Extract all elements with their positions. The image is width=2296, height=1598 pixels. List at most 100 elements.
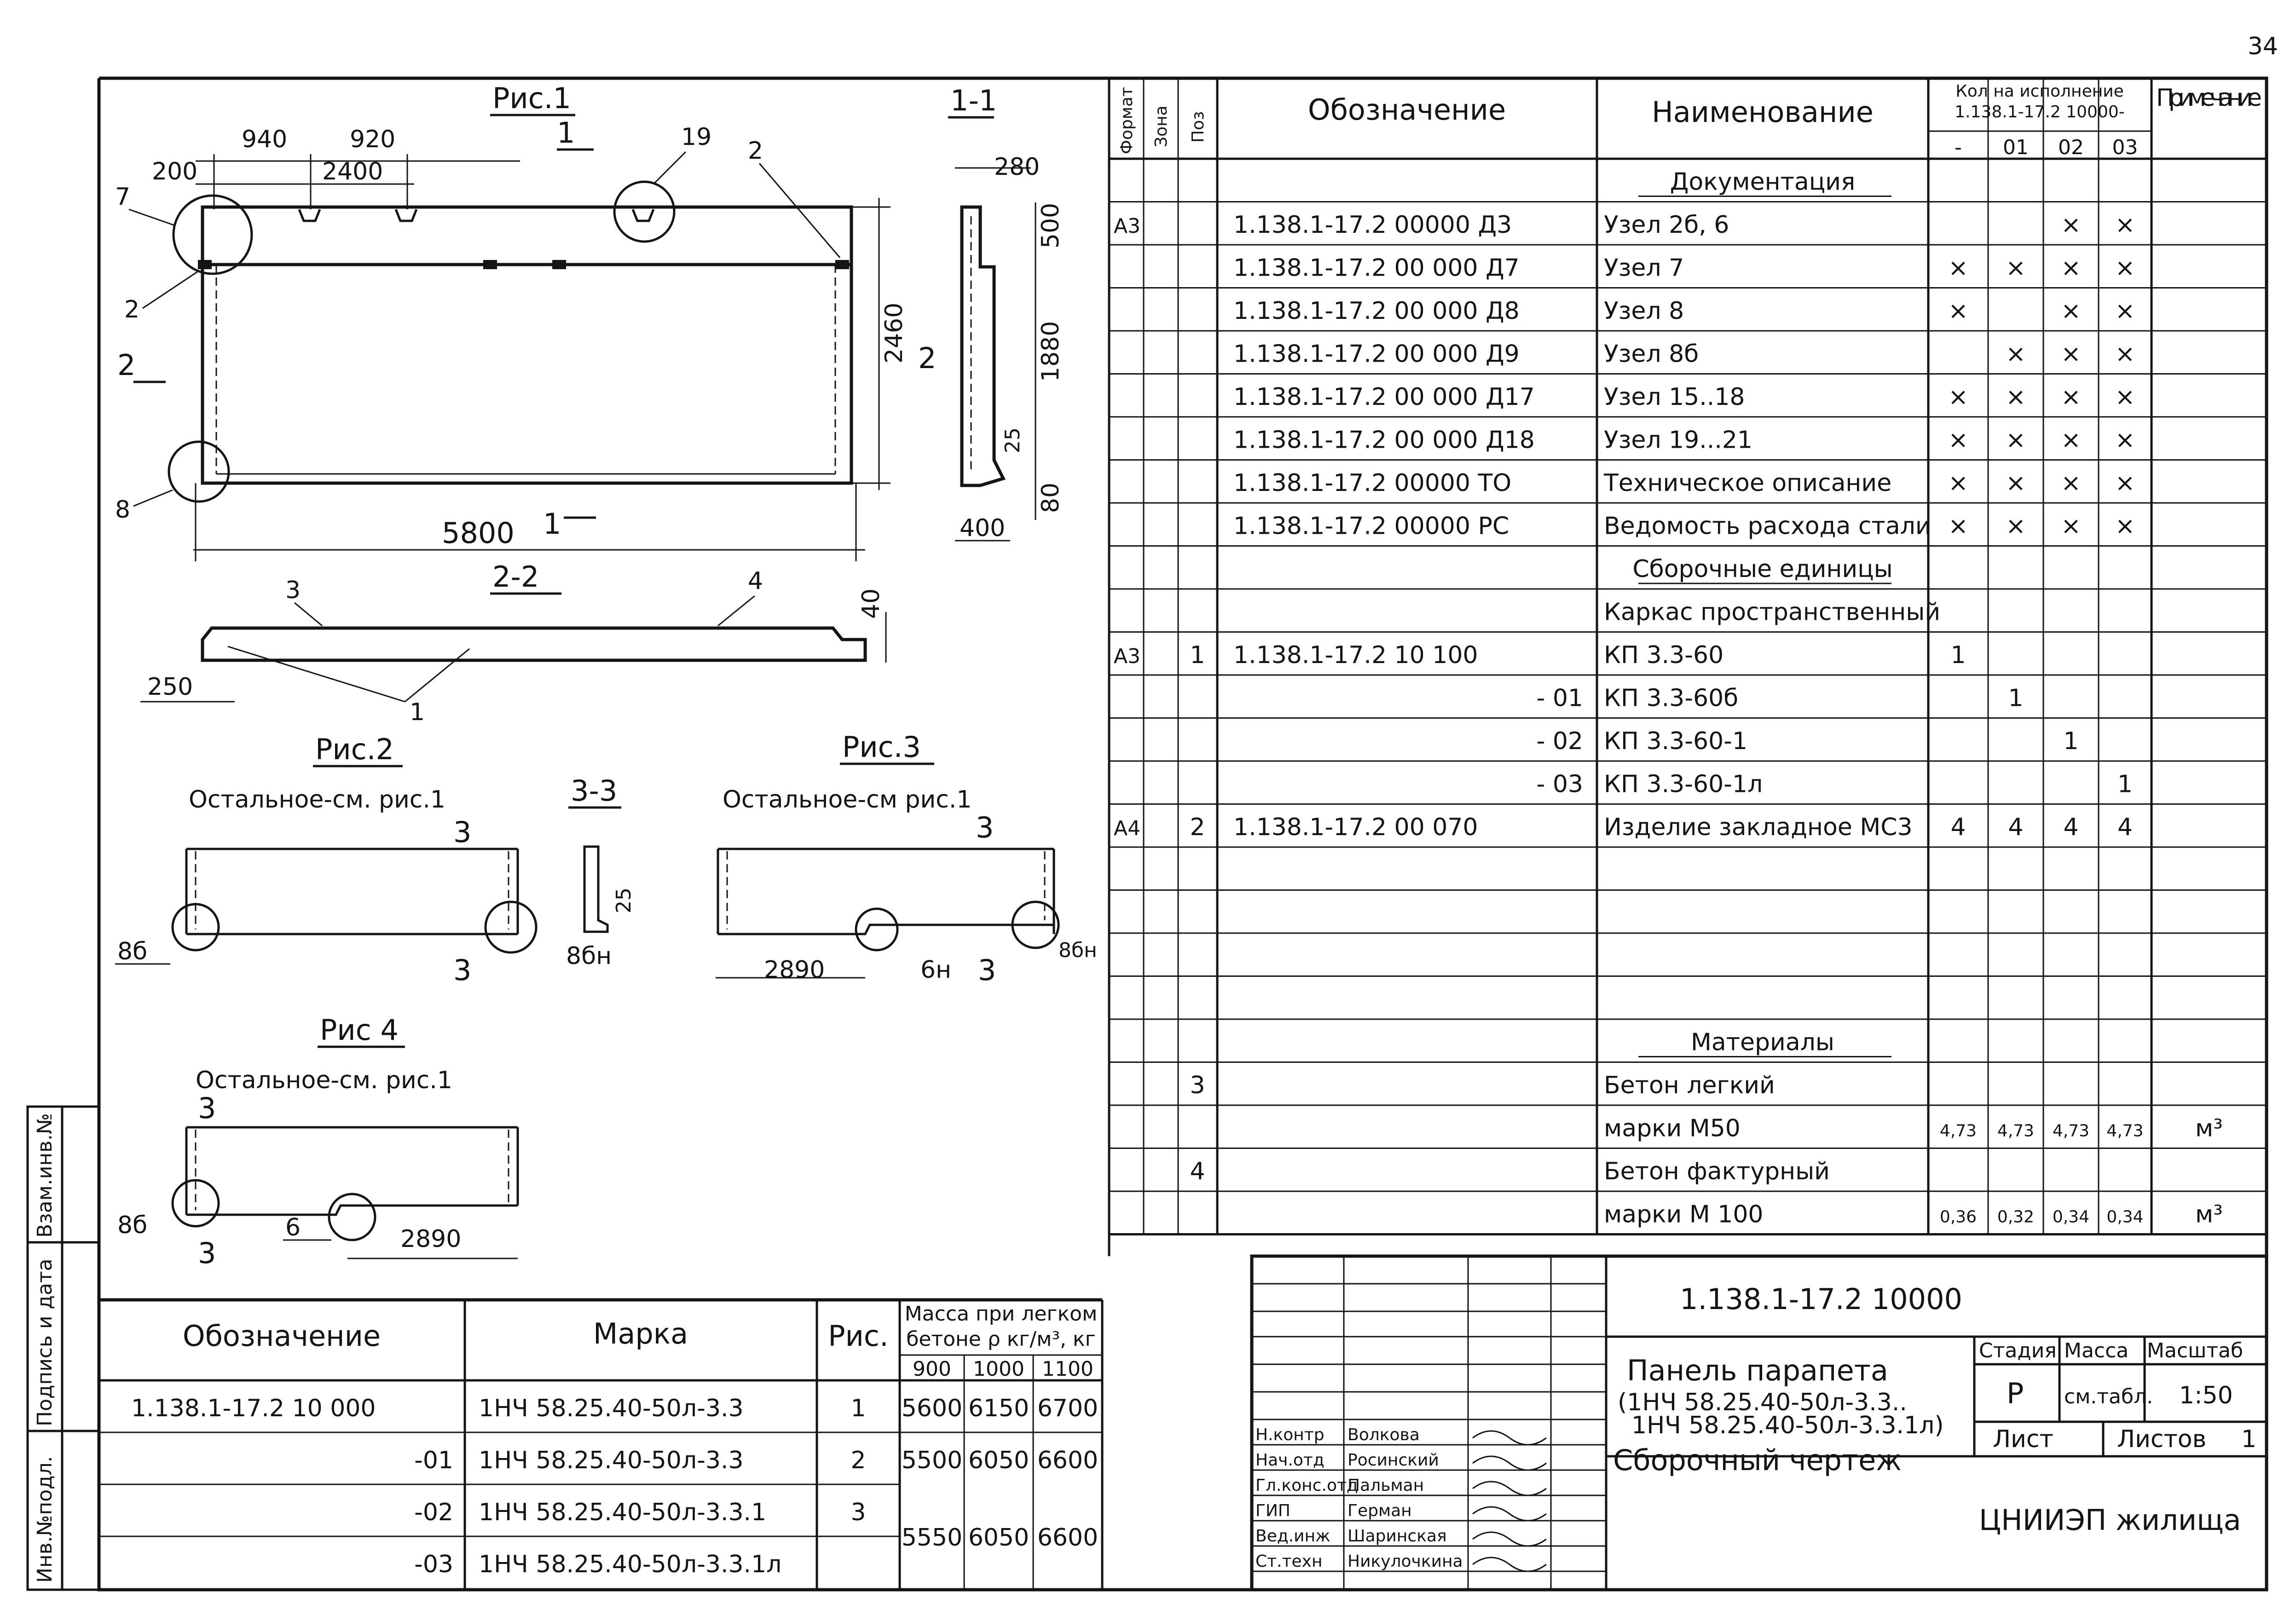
row-qty: × [2115,297,2135,325]
mass-header-density: 1100 [1042,1357,1093,1381]
callout-8b-fig2: 8б [117,938,147,965]
mass-row-value: 6600 [1037,1524,1098,1552]
row-name: Узел 8б [1604,340,1699,368]
row-qty: 0,32 [1997,1208,2034,1227]
row-qty: × [1948,427,1968,454]
table-row: Каркас пространственный [1604,599,1940,626]
row-name: Изделие закладное МС3 [1604,813,1913,841]
section-1-1: 1-1 280 500 1880 25 80 400 [948,84,1064,542]
mass-row-designation: -02 [414,1499,453,1526]
dim-940: 940 [242,126,287,153]
mass-header-designation: Обозначение [183,1319,381,1353]
row-qty: 0,36 [1940,1208,1977,1227]
row-qty: × [2006,469,2026,497]
organization: ЦНИИЭП жилища [1979,1503,2241,1537]
figure-2: Рис.2 Остальное-см. рис.1 8б 8бн 3 3 [115,733,612,987]
row-qty: 4,73 [1997,1122,2034,1141]
row-name: Материалы [1691,1029,1834,1056]
signature-scribble [1472,1557,1547,1572]
row-qty: × [2061,211,2081,239]
row-name: КП 3.3-60 [1604,641,1723,669]
row-name: Каркас пространственный [1604,599,1940,626]
row-name: марки М 100 [1604,1201,1763,1229]
header-note: Примечание [2156,84,2262,112]
scale-value: 1:50 [2179,1382,2233,1409]
title-name-4: Сборочный чертеж [1613,1443,1902,1477]
header-qty-col: 03 [2112,136,2138,159]
row-qty: 1 [1950,641,1966,669]
sheet-label: Лист [1993,1425,2053,1453]
sheets-label: Листов [2117,1425,2206,1453]
fig3-title: Рис.3 [842,730,921,764]
section-mark-3-fig3-top: 3 [976,811,994,844]
signer-role: Гл.конс.отд [1255,1476,1358,1495]
row-qty: × [2061,297,2081,325]
mass-row-designation: 1.138.1-17.2 10 000 [131,1395,376,1422]
row-name: КП 3.3-60-1 [1604,727,1747,755]
mass-row-value: 6050 [968,1524,1029,1552]
dim-40: 40 [857,588,885,619]
section-2-2: 2-2 3 4 1 250 40 [140,560,887,726]
row-designation: 1.138.1-17.2 00 000 Д9 [1233,340,1520,368]
table-row: Сборочные единицы [1632,555,1893,584]
row-name: Сборочные единицы [1632,555,1892,583]
row-note: м³ [2195,1115,2223,1142]
row-qty: 4,73 [2053,1122,2089,1141]
mass-row-value: 5500 [902,1447,962,1474]
signer-role: Нач.отд [1255,1451,1324,1470]
row-name: КП 3.3-60-1л [1604,771,1763,798]
mass-row-value: 5550 [902,1524,962,1552]
row-qty: × [2115,513,2135,540]
fig2-title: Рис.2 [315,733,394,766]
scale-label: Масштаб [2147,1339,2243,1362]
header-qty-col: 02 [2058,136,2084,159]
fig1-title: Рис.1 [492,81,571,115]
row-qty: 4,73 [2106,1122,2143,1141]
callout-8: 8 [115,496,130,524]
figure-4: Рис 4 Остальное-см. рис.1 3 3 8б 6 2890 [117,1013,519,1270]
figure-3: Рис.3 Остальное-см рис.1 3 6н 3 8бн 2890 [716,730,1097,987]
row-qty: 0,34 [2053,1208,2089,1227]
row-format: А3 [1114,645,1140,668]
mass-header-title-2: бетоне ρ кг/м³, кг [906,1327,1096,1351]
callout-8bn-fig2: 8бн [566,942,612,970]
dim-280: 280 [994,153,1040,181]
row-qty: × [2006,383,2026,411]
row-name: Узел 2б, 6 [1604,211,1729,239]
callout-2-left: 2 [124,296,139,323]
header-qty-col: - [1955,136,1962,159]
row-format: А3 [1114,214,1140,238]
mass-row-fig: 3 [850,1499,866,1526]
row-qty: × [2061,254,2081,282]
row-qty: × [2115,469,2135,497]
stamp-cell-replacement: Взам.инв.№ [33,1113,57,1238]
dim-80: 80 [1037,483,1064,513]
table-row: Материалы [1638,1029,1891,1057]
callout-8b-fig4: 8б [117,1211,147,1239]
dim-2460: 2460 [880,303,908,363]
mass-header-density: 900 [913,1357,951,1381]
row-name: Документация [1670,168,1855,196]
row-qty: 4 [1950,813,1966,841]
dim-25: 25 [1001,427,1024,453]
section-3-3-title: 3-3 [571,774,617,808]
sheet-frame [97,76,2268,1592]
row-qty: × [1948,297,1968,325]
row-qty: × [2061,513,2081,540]
mass-row-value: 5600 [902,1395,962,1422]
row-pos: 4 [1190,1158,1205,1185]
section-mark-3-fig3-bottom: 3 [978,953,996,987]
header-qty-title: Кол на исполнение [1955,82,2124,101]
fig2-note: Остальное-см. рис.1 [189,786,445,813]
